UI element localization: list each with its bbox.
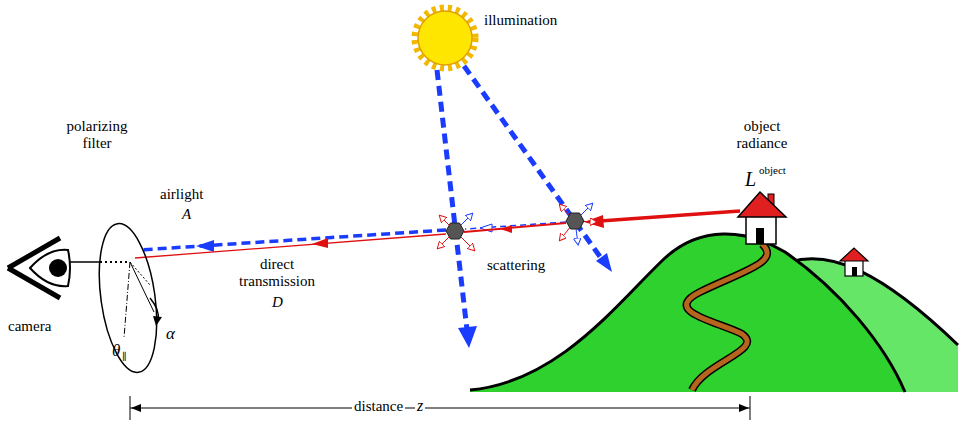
radiance-superscript: object xyxy=(759,164,786,177)
angle-symbol: θ xyxy=(112,341,120,361)
distance-label: distance xyxy=(352,398,405,415)
hills xyxy=(470,234,958,392)
airlight-symbol: A xyxy=(182,206,191,223)
house xyxy=(738,192,868,276)
filter-label: polarizing filter xyxy=(59,118,135,153)
illumination-label: illumination xyxy=(484,12,557,29)
illumination-rays xyxy=(437,66,612,348)
road xyxy=(687,244,768,390)
sun xyxy=(415,8,475,68)
camera-label: camera xyxy=(8,318,51,335)
radiance-symbol: L xyxy=(745,168,756,191)
transmission-symbol: D xyxy=(272,294,283,311)
distance-bar xyxy=(130,396,750,420)
distance-symbol: z xyxy=(415,397,425,415)
camera-eye xyxy=(8,238,130,298)
transmission-label: direct transmission xyxy=(235,256,319,291)
angle-symbol: α xyxy=(166,324,175,344)
airlight-ray xyxy=(140,222,566,252)
polarizing-filter xyxy=(91,220,165,376)
object-radiance-label: object radiance xyxy=(726,118,798,153)
airlight-label: airlight xyxy=(160,186,203,203)
scatter-arrows xyxy=(438,204,596,250)
direct-transmission-ray xyxy=(135,211,740,258)
particles xyxy=(446,213,584,239)
angle-subscript: ∥ xyxy=(122,351,127,363)
scattering-label: scattering xyxy=(487,257,545,274)
